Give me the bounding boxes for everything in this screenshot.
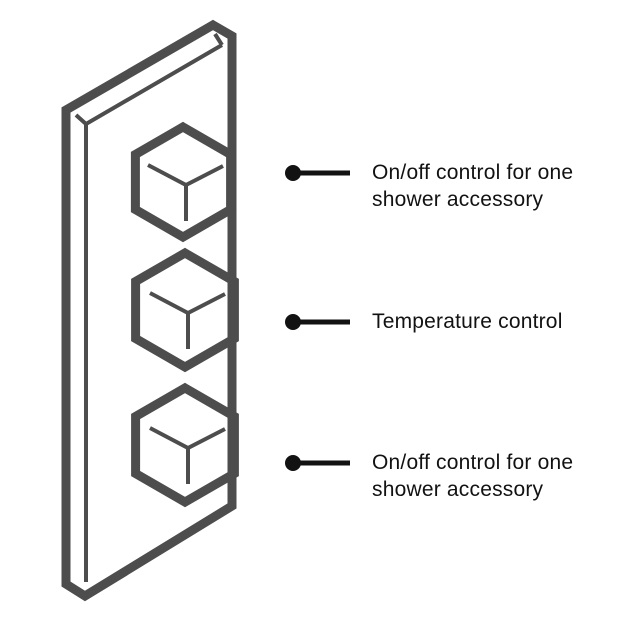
callout-dot-bottom: [285, 455, 301, 471]
knob-top-hexagon-bezel: [130, 121, 236, 243]
callout-dot-middle: [285, 314, 301, 330]
callout-label-line: On/off control for one: [372, 451, 574, 474]
callout-label-line: On/off control for one: [372, 161, 574, 184]
callout-label-line: Temperature control: [372, 310, 563, 333]
knob-top-cube-icon: [147, 163, 224, 221]
callout-label-top: On/off control for one shower accessory: [372, 159, 573, 213]
panel-edge-lines: [74, 32, 224, 582]
knob-middle-hexagon-bezel: [131, 247, 239, 373]
panel-outline: [61, 19, 237, 602]
callout-label-bottom: On/off control for one shower accessory: [372, 449, 573, 503]
callout-dot-top: [285, 165, 301, 181]
callout-label-line: shower accessory: [372, 188, 544, 211]
knob-bottom: [131, 382, 239, 508]
knob-bottom-cube-icon: [149, 426, 226, 484]
valve-panel: [61, 19, 239, 602]
knob-middle: [131, 247, 239, 373]
knob-top: [130, 121, 236, 243]
callout-label-middle: Temperature control: [372, 308, 563, 335]
knob-bottom-hexagon-bezel: [131, 382, 239, 508]
callout-label-line: shower accessory: [372, 478, 544, 501]
callout-markers: [285, 165, 350, 471]
knob-middle-cube-icon: [149, 291, 226, 349]
